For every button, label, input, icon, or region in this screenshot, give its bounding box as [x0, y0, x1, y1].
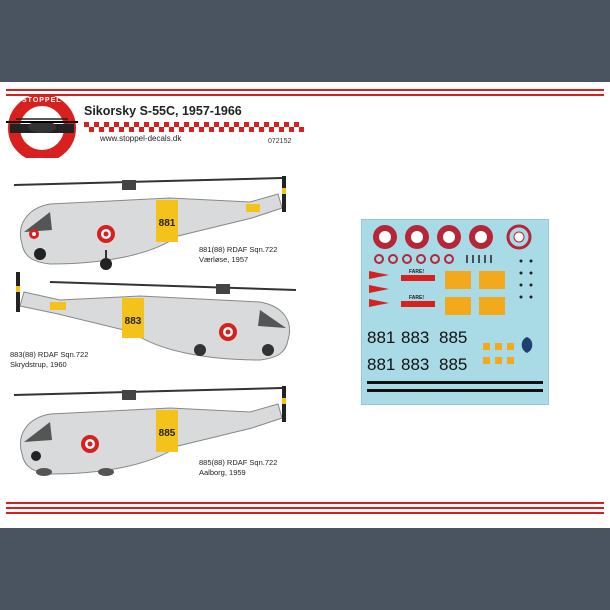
roundels-row [373, 224, 532, 250]
squadron-emblem [521, 337, 533, 353]
tick-marks [466, 255, 492, 263]
bottom-background-band [0, 528, 610, 610]
caption-aircraft-883: 883(88) RDAF Sqn.722 Skrydstrup, 1960 [10, 350, 88, 370]
bottom-red-line-3 [6, 512, 604, 514]
helicopter-profile-885: 885 [13, 386, 286, 476]
warning-label-2: FARE! [409, 295, 424, 301]
decal-serial-881-b: 881 [367, 355, 395, 374]
website-url[interactable]: www.stoppel-decals.dk [100, 134, 182, 143]
small-roundels-row [374, 254, 454, 264]
caption-881-line2: Værløse, 1957 [199, 255, 249, 264]
stoppel-decals-logo [6, 94, 78, 158]
top-red-line-1 [6, 89, 604, 91]
caption-aircraft-885: 885(88) RDAF Sqn.722 Aalborg, 1959 [199, 458, 277, 478]
fuselage-serial-885: 885 [159, 428, 176, 439]
top-red-line-2 [6, 94, 604, 96]
black-dots [519, 259, 533, 299]
top-background-band [0, 0, 610, 82]
fuselage-serial-883: 883 [125, 316, 142, 327]
caption-aircraft-881: 881(88) RDAF Sqn.722 Værløse, 1957 [199, 245, 277, 265]
caption-883-line1: 883(88) RDAF Sqn.722 [10, 350, 89, 359]
decal-serial-883-a: 883 [401, 328, 429, 347]
checkered-strip [84, 122, 304, 132]
decal-serial-885-a: 885 [439, 328, 467, 347]
yellow-panels [445, 271, 505, 315]
warning-flags: FARE! FARE! [369, 269, 435, 307]
helicopter-profile-881: 881 [13, 176, 286, 270]
product-code: 072152 [268, 138, 292, 145]
logo-text-bottom: DECALS [24, 137, 59, 144]
bottom-red-line-2 [6, 507, 604, 509]
warning-label-1: FARE! [409, 269, 424, 275]
fuselage-serial-881: 881 [159, 218, 176, 229]
caption-881-line1: 881(88) RDAF Sqn.722 [199, 245, 278, 254]
logo-text-top: STOPPEL [22, 97, 62, 104]
small-yellow-tiles [483, 343, 514, 364]
decal-serial-883-b: 883 [401, 355, 429, 374]
helicopter-profile-883: 883 [16, 272, 297, 361]
decal-sheet-image: FARE! FARE! 881 883 885 881 883 885 [361, 219, 549, 405]
decal-serial-885-b: 885 [439, 355, 467, 374]
serial-numbers: 881 883 885 881 883 885 [367, 328, 467, 374]
bottom-red-line-1 [6, 502, 604, 504]
caption-885-line1: 885(88) RDAF Sqn.722 [199, 458, 278, 467]
caption-885-line2: Aalborg, 1959 [199, 468, 246, 477]
black-stripe-1 [367, 381, 543, 384]
black-stripe-2 [367, 389, 543, 392]
caption-883-line2: Skrydstrup, 1960 [10, 360, 67, 369]
sheet-title: Sikorsky S-55C, 1957-1966 [84, 104, 242, 118]
decal-serial-881-a: 881 [367, 328, 395, 347]
